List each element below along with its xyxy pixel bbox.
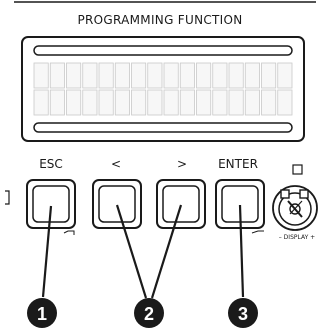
lcd-cell	[163, 89, 179, 116]
lcd-cell	[66, 89, 82, 116]
callout-2-pointer-right	[150, 204, 183, 299]
lcd-cell	[212, 89, 228, 116]
lcd-cell	[179, 62, 195, 89]
lcd-cell	[244, 62, 260, 89]
right-arrow-button[interactable]	[156, 179, 206, 229]
lcd-cell	[196, 89, 212, 116]
esc-button[interactable]	[26, 179, 76, 229]
lcd-cell	[33, 62, 49, 89]
lcd-cell	[163, 62, 179, 89]
lcd-cell	[131, 89, 147, 116]
callout-1-pointer	[41, 205, 53, 298]
lcd-cell	[98, 89, 114, 116]
lcd-cell	[82, 62, 98, 89]
lcd-cell	[82, 89, 98, 116]
lcd-cell	[114, 89, 130, 116]
callout-2-pointer-left	[115, 204, 148, 299]
lcd-cell	[228, 89, 244, 116]
lcd-cell	[196, 62, 212, 89]
lcd-cell	[49, 89, 65, 116]
edge-bracket-mark	[5, 190, 10, 205]
esc-underside-mark	[63, 230, 75, 235]
enter-label: ENTER	[218, 157, 258, 171]
display-trimmer-knob[interactable]	[272, 185, 318, 231]
lcd-cell	[179, 89, 195, 116]
right-label: >	[177, 157, 187, 171]
callout-3-pointer	[238, 204, 245, 298]
lcd-cell	[49, 62, 65, 89]
lcd-cell	[212, 62, 228, 89]
lcd-cell	[277, 89, 293, 116]
callout-3: 3	[228, 298, 258, 328]
lcd-cell	[147, 62, 163, 89]
lcd-cell	[261, 89, 277, 116]
lcd-cell	[33, 89, 49, 116]
indicator-square	[292, 164, 303, 175]
lcd-cell	[261, 62, 277, 89]
lcd-cell	[147, 89, 163, 116]
lcd-character-grid	[33, 62, 293, 116]
enter-underside-mark	[251, 230, 264, 234]
lcd-cell	[98, 62, 114, 89]
lcd-cell	[66, 62, 82, 89]
callout-2: 2	[134, 298, 164, 328]
svg-text:1: 1	[37, 304, 47, 324]
panel-title: PROGRAMMING FUNCTION	[77, 13, 242, 27]
callout-1: 1	[27, 298, 57, 328]
lcd-cell	[244, 89, 260, 116]
lcd-cell	[228, 62, 244, 89]
display-knob-label: – DISPLAY +	[279, 234, 315, 241]
lcd-display	[21, 36, 305, 142]
lcd-cell	[114, 62, 130, 89]
svg-text:2: 2	[144, 304, 154, 324]
lcd-cell	[131, 62, 147, 89]
enter-button[interactable]	[215, 179, 265, 229]
lcd-cell	[277, 62, 293, 89]
left-arrow-button[interactable]	[92, 179, 142, 229]
esc-label: ESC	[39, 157, 63, 171]
svg-text:3: 3	[238, 304, 248, 324]
left-label: <	[111, 157, 121, 171]
